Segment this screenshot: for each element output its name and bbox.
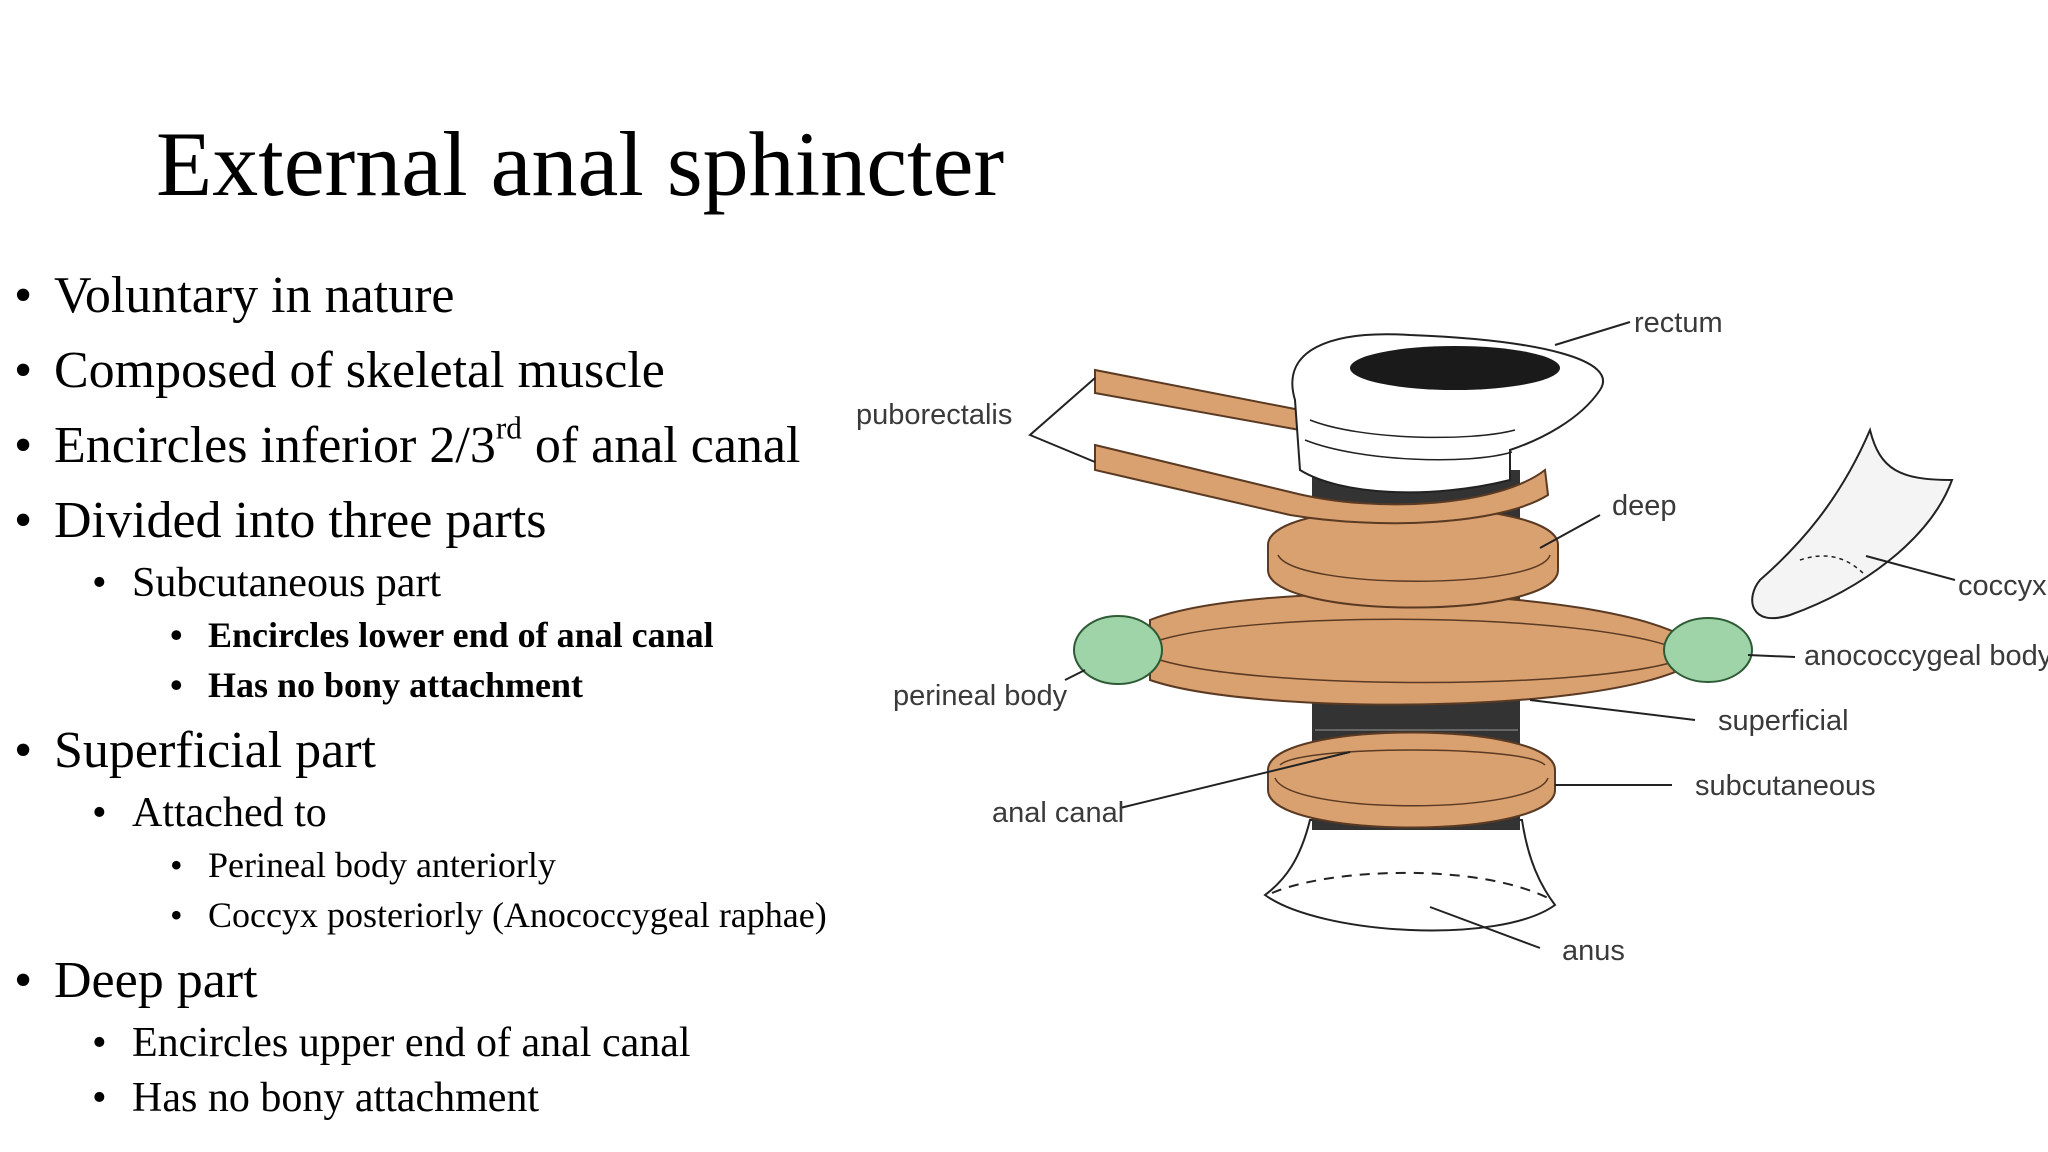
- label-coccyx: coccyx: [1958, 570, 2047, 602]
- bullet-text: Has no bony attachment: [132, 1075, 540, 1121]
- bullet-dot: •: [14, 342, 33, 399]
- sphincter-diagram: rectum puborectalis deep coccyx anococcy…: [856, 307, 2048, 967]
- label-perineal-body: perineal body: [893, 680, 1068, 712]
- bullet-text: Divided into three parts: [54, 492, 547, 549]
- bullet-dot: •: [170, 895, 183, 935]
- label-subcutaneous: subcutaneous: [1695, 770, 1876, 802]
- bullet-text: Coccyx posteriorly (Anococcygeal raphae): [208, 895, 827, 935]
- bullet-dot: •: [170, 845, 183, 885]
- bullet-dot: •: [92, 1075, 107, 1121]
- puborectalis-bands: [1094, 368, 1550, 525]
- bullet-list: • Voluntary in nature • Composed of skel…: [0, 0, 960, 1152]
- label-anus: anus: [1562, 935, 1625, 967]
- bullet-text: Composed of skeletal muscle: [54, 342, 665, 399]
- perineal-body-tissue: [1073, 615, 1163, 685]
- bullet-dot: •: [170, 615, 183, 655]
- bullet-text: Has no bony attachment: [208, 665, 584, 705]
- slide-title: External anal sphincter: [156, 113, 1005, 215]
- bullet-dot: •: [14, 417, 33, 474]
- bullet-dot: •: [14, 267, 33, 324]
- bullet-text: Superficial part: [54, 722, 376, 779]
- label-anococcygeal-body: anococcygeal body: [1804, 640, 2048, 672]
- label-anal-canal: anal canal: [992, 797, 1124, 829]
- bullet-text-post: of anal canal: [521, 417, 801, 474]
- ordinal-superscript: rd: [495, 410, 522, 446]
- bullet-dot: •: [14, 722, 33, 779]
- label-superficial: superficial: [1718, 705, 1849, 737]
- rectum-top: [1291, 333, 1604, 494]
- bullet-text: Voluntary in nature: [54, 267, 455, 324]
- bullet-text: Attached to: [132, 790, 327, 836]
- coccyx-bone: [1751, 426, 1954, 620]
- label-deep: deep: [1612, 490, 1677, 522]
- label-rectum: rectum: [1634, 307, 1723, 339]
- label-puborectalis: puborectalis: [856, 399, 1012, 431]
- leader-lines: [1028, 321, 1956, 949]
- bullet-text-pre: Encircles inferior 2/3: [54, 417, 496, 474]
- bullet-dot: •: [14, 952, 33, 1009]
- bullet-text: Encircles inferior 2/3rd of anal canal: [54, 413, 801, 474]
- bullet-dot: •: [92, 790, 107, 836]
- bullet-text: Deep part: [54, 952, 258, 1009]
- bullet-text: Subcutaneous part: [132, 560, 442, 606]
- bullet-dot: •: [92, 1020, 107, 1066]
- bullet-text: Encircles lower end of anal canal: [208, 615, 714, 655]
- bullet-text: Perineal body anteriorly: [208, 845, 556, 885]
- bullet-dot: •: [92, 560, 107, 606]
- anococcygeal-body-tissue: [1663, 617, 1753, 683]
- anus-flare: [1263, 819, 1557, 932]
- bullet-text: Encircles upper end of anal canal: [132, 1020, 691, 1066]
- subcutaneous-ring: [1267, 731, 1556, 829]
- bullet-dot: •: [170, 665, 183, 705]
- superficial-band: [1149, 592, 1691, 706]
- bullet-dot: •: [14, 492, 33, 549]
